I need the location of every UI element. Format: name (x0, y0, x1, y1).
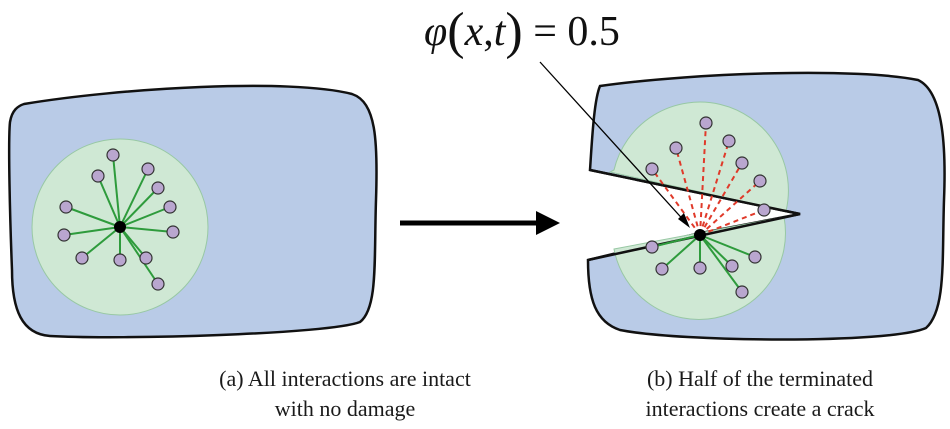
neighbor-node (725, 259, 739, 273)
neighbor-node (57, 228, 71, 242)
caption-a: (a) All interactions are intact with no … (135, 364, 555, 424)
neighbor-node (151, 181, 165, 195)
annotation-pointer (539, 61, 689, 226)
neighbor-nodes-a (57, 148, 180, 291)
intact-bond (119, 226, 159, 285)
intact-bond (119, 226, 174, 233)
intact-bonds-a (63, 154, 174, 285)
damage-formula: φ(x,t) = 0.5 (424, 3, 620, 60)
neighbor-node (693, 261, 707, 275)
neighbor-node (669, 141, 683, 155)
neighbor-node (699, 116, 713, 130)
intact-bond (651, 234, 701, 248)
center-node-a (114, 221, 126, 233)
broken-bond (699, 140, 730, 236)
neighbor-node (753, 174, 767, 188)
caption-b-line1: (b) Half of the terminated (646, 366, 873, 391)
broken-bond (699, 162, 743, 236)
intact-bond (699, 234, 756, 258)
caption-a-line2: with no damage (274, 396, 416, 421)
broken-bond (699, 180, 761, 236)
annotation-pointer-head (678, 213, 690, 228)
neighbor-node (151, 277, 165, 291)
caption-b: (b) Half of the terminated interactions … (550, 364, 950, 424)
neighbor-node (757, 203, 771, 217)
horizon-upper-b (608, 101, 789, 212)
neighbor-node (735, 285, 749, 299)
intact-bond (119, 187, 159, 228)
neighbor-node (722, 134, 736, 148)
intact-bond (97, 175, 121, 228)
transition-arrowhead (536, 211, 560, 235)
neighbor-node (141, 162, 155, 176)
neighbor-node (139, 251, 153, 265)
neighbor-node (59, 200, 73, 214)
intact-bond (112, 154, 121, 228)
broken-bond (675, 147, 701, 236)
center-node-b (694, 229, 706, 241)
intact-bond (63, 226, 121, 236)
broken-bond (699, 209, 765, 236)
intact-bond (699, 234, 733, 267)
broken-bond (699, 122, 707, 236)
neighbor-node (735, 156, 749, 170)
neighbor-node (106, 148, 120, 162)
panel-b (586, 71, 946, 341)
intact-bond (699, 234, 743, 293)
intact-bond (661, 234, 701, 270)
broken-bonds-b (651, 122, 765, 236)
intact-bond (119, 168, 149, 228)
neighbor-node (163, 200, 177, 214)
broken-bond (651, 168, 701, 236)
neighbor-node (113, 253, 127, 267)
intact-bond (65, 206, 121, 228)
neighbor-nodes-b (645, 116, 771, 299)
neighbor-node (748, 250, 762, 264)
intact-bond (81, 226, 121, 259)
caption-b-line2: interactions create a crack (645, 396, 875, 421)
intact-bond (119, 206, 171, 228)
neighbor-node (645, 240, 659, 254)
neighbor-node (645, 162, 659, 176)
panel-a (7, 84, 378, 339)
neighbor-node (655, 262, 669, 276)
neighbor-node (75, 251, 89, 265)
neighbor-node (166, 225, 180, 239)
neighbor-node (91, 169, 105, 183)
caption-a-line1: (a) All interactions are intact (219, 366, 471, 391)
